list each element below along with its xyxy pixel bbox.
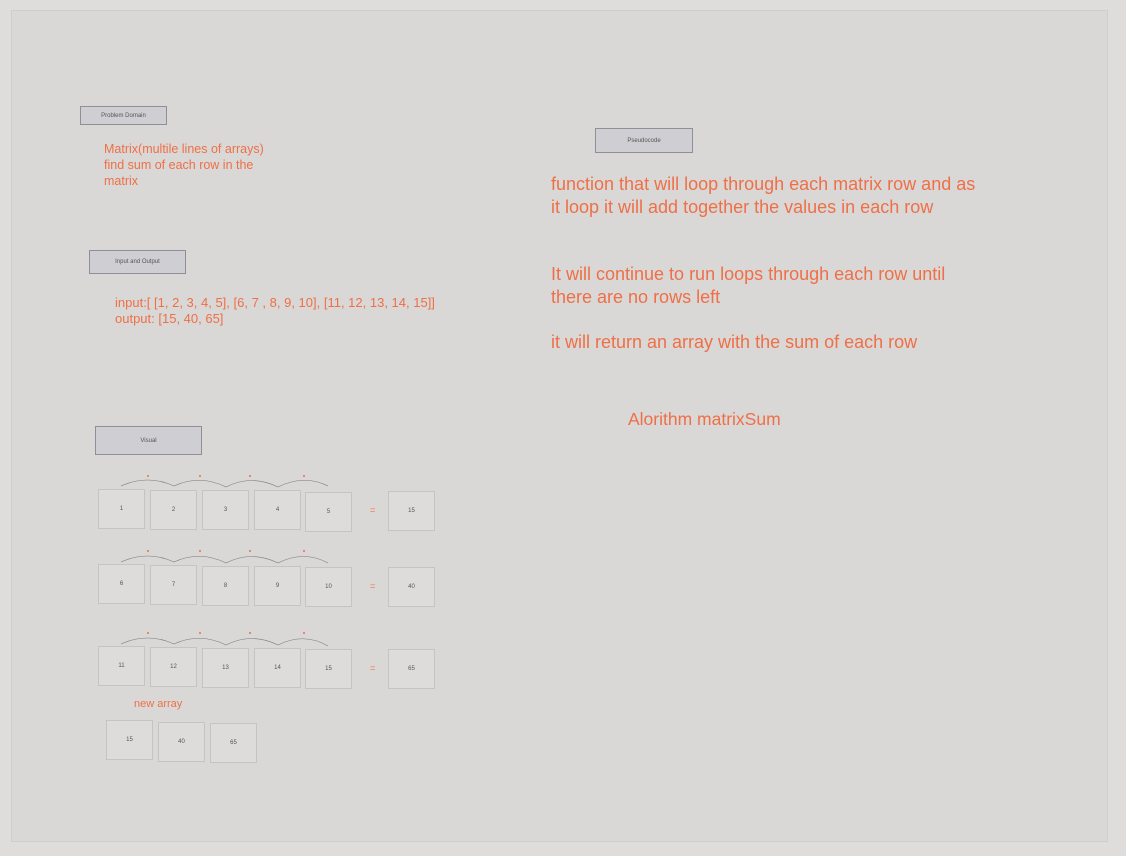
matrix-cell: 6	[98, 564, 145, 604]
matrix-cell: 8	[202, 566, 249, 606]
matrix-cell: 13	[202, 648, 249, 688]
matrix-cell: 10	[305, 567, 352, 607]
new-array-cell: 15	[106, 720, 153, 760]
problem-line-1: Matrix(multile lines of arrays)	[104, 142, 264, 156]
equals-sign: =	[370, 505, 376, 515]
problem-line-3: matrix	[104, 174, 139, 188]
new-array-label: new array	[134, 698, 183, 710]
visual-label: Visual	[95, 426, 202, 455]
new-array-cell: 65	[210, 723, 257, 763]
problem-note: Matrix(multile lines of arrays) find sum…	[104, 141, 304, 189]
row-sum-cell: 65	[388, 649, 435, 689]
matrix-cell: 11	[98, 646, 145, 686]
pseudocode-paragraph-3: it will return an array with the sum of …	[551, 332, 918, 352]
matrix-cell: 1	[98, 489, 145, 529]
problem-domain-label: Problem Domain	[80, 106, 167, 125]
matrix-cell: 9	[254, 566, 301, 606]
matrix-cell: 7	[150, 565, 197, 605]
matrix-cell: 5	[305, 492, 352, 532]
matrix-cell: 3	[202, 490, 249, 530]
matrix-cell: 2	[150, 490, 197, 530]
input-text: input:[ [1, 2, 3, 4, 5], [6, 7 , 8, 9, 1…	[115, 295, 435, 310]
matrix-cell: 4	[254, 490, 301, 530]
matrix-cell: 14	[254, 648, 301, 688]
algorithm-title: Alorithm matrixSum	[628, 409, 781, 429]
equals-sign: =	[370, 663, 376, 673]
new-array-cell: 40	[158, 722, 205, 762]
matrix-cell: 12	[150, 647, 197, 687]
output-text: output: [15, 40, 65]	[115, 311, 224, 326]
row-sum-cell: 15	[388, 491, 435, 531]
input-output-label: Input and Output	[89, 250, 186, 274]
matrix-cell: 15	[305, 649, 352, 689]
pseudocode-paragraph-1: function that will loop through each mat…	[551, 174, 976, 217]
pseudocode-label: Pseudocode	[595, 128, 693, 153]
pseudocode-paragraph-2: It will continue to run loops through ea…	[551, 264, 946, 307]
equals-sign: =	[370, 581, 376, 591]
problem-line-2: find sum of each row in the	[104, 158, 254, 172]
row-sum-cell: 40	[388, 567, 435, 607]
